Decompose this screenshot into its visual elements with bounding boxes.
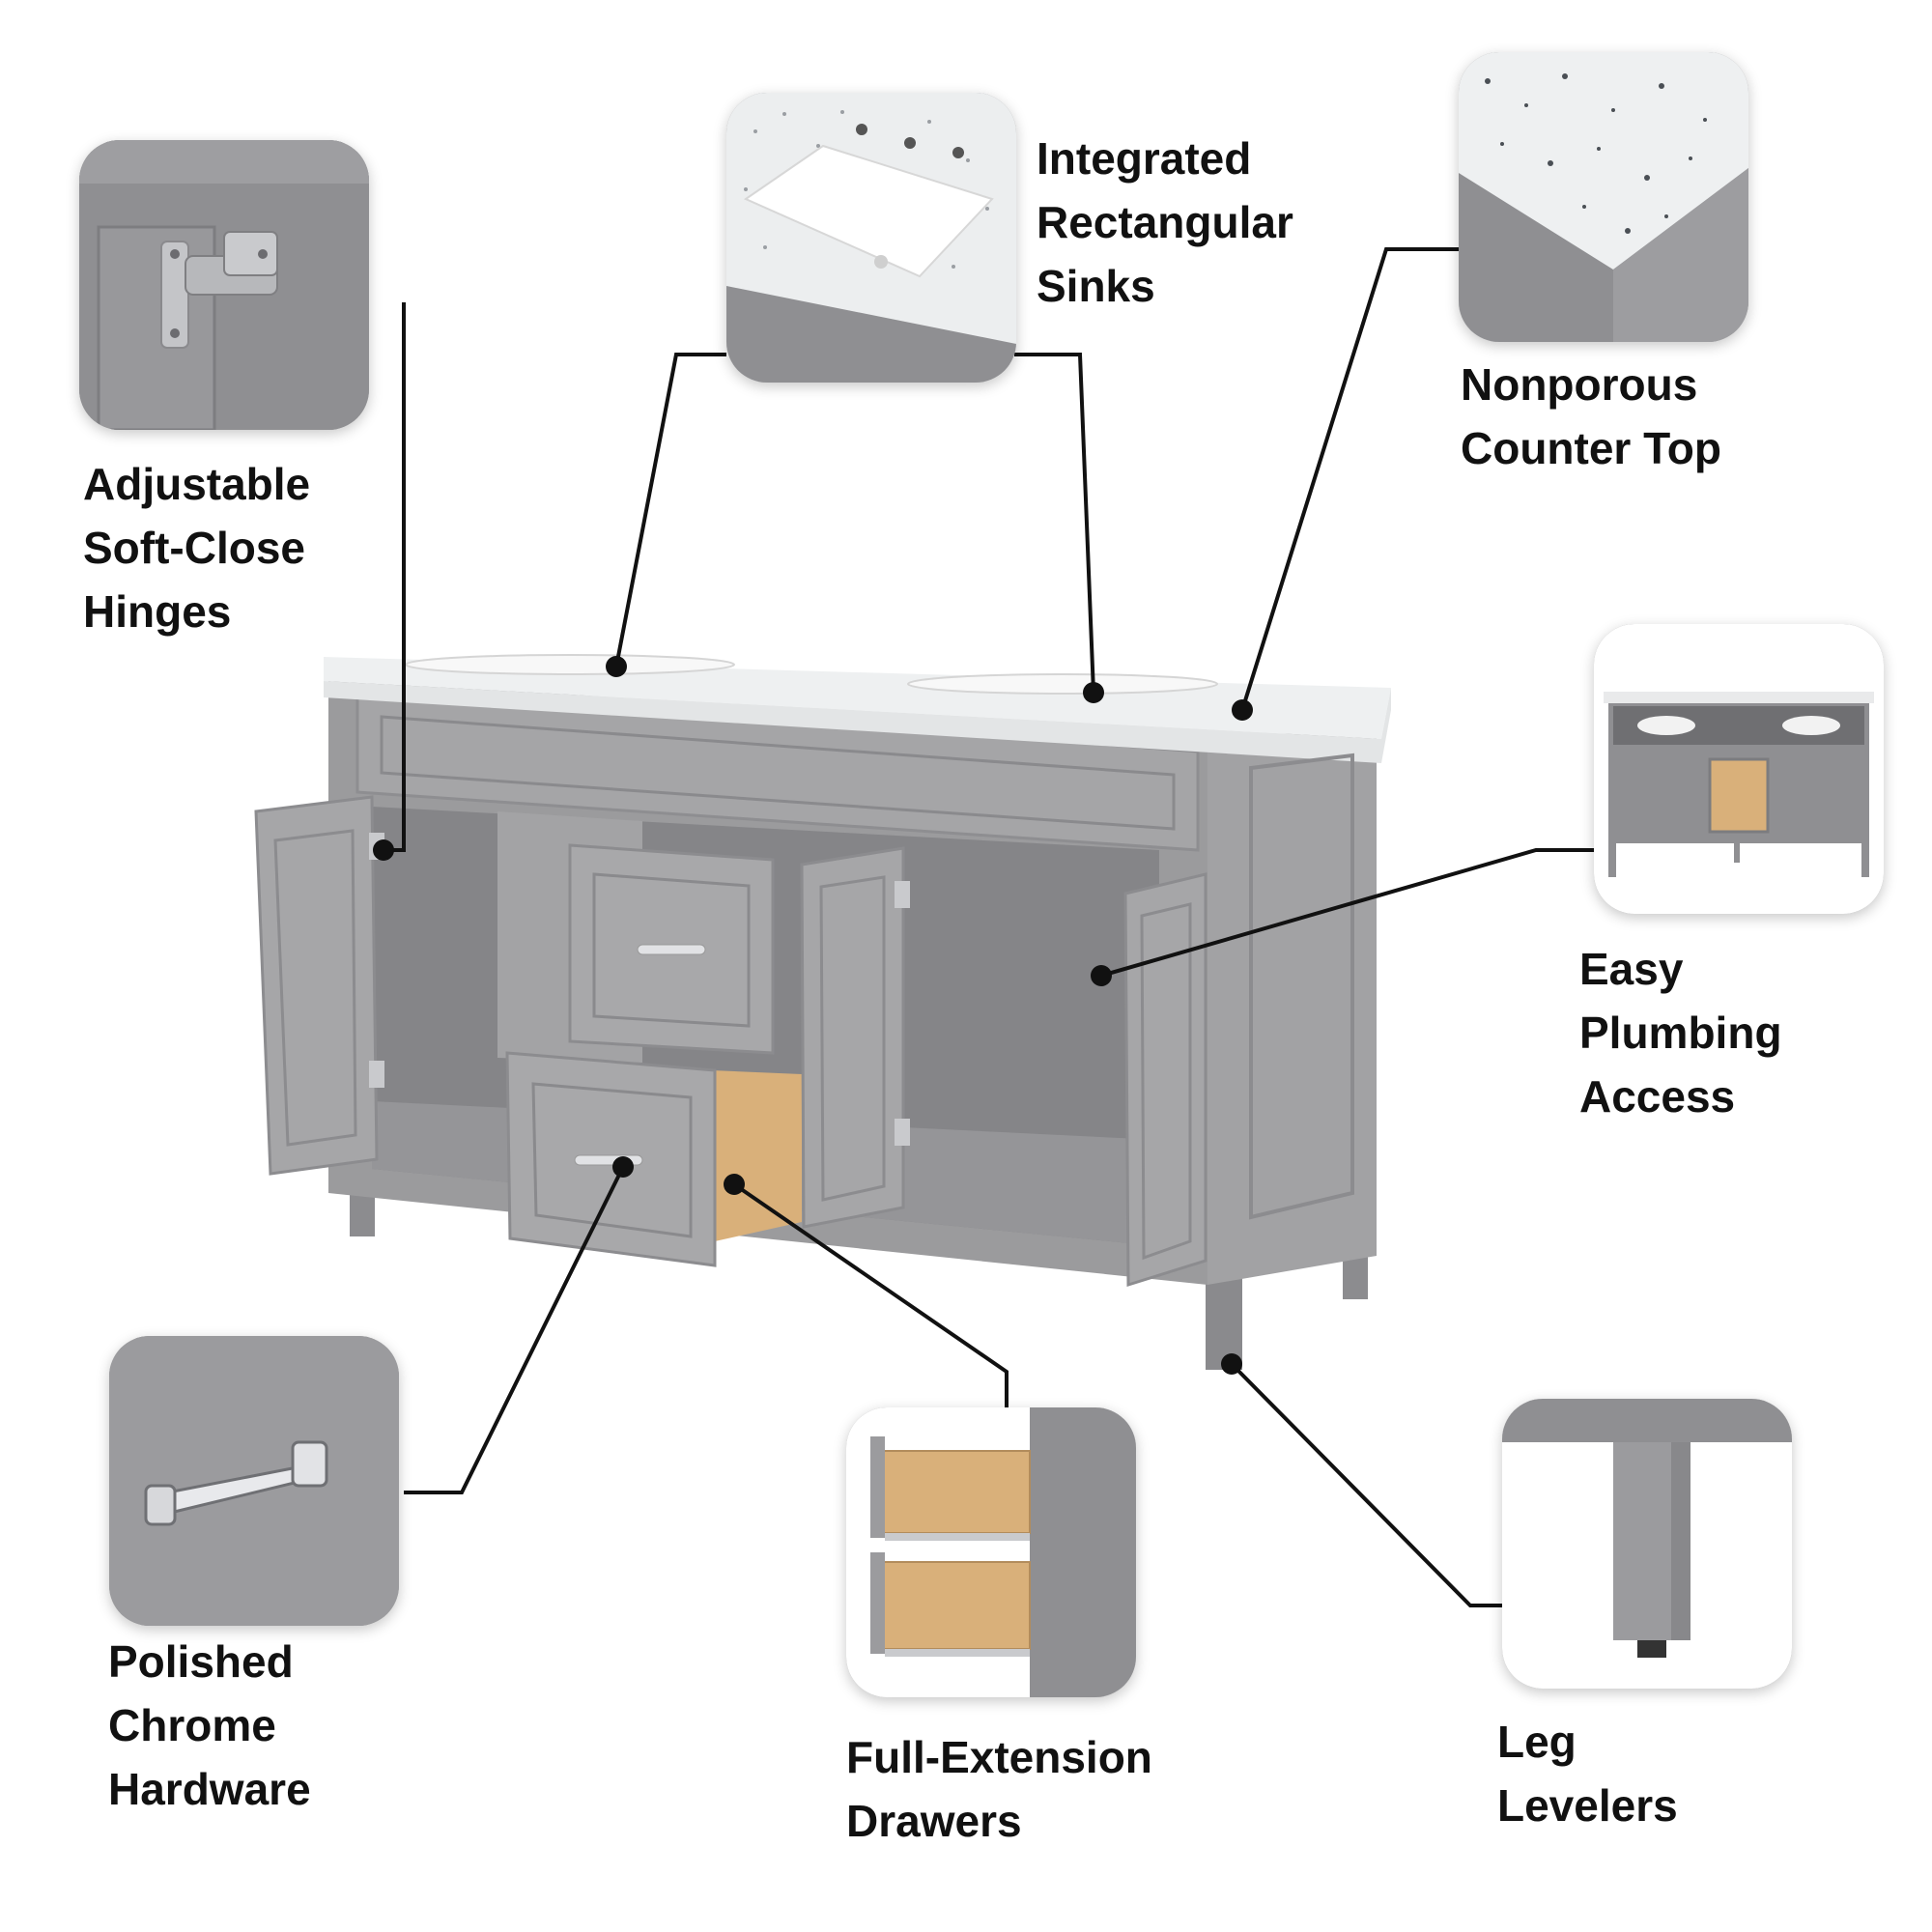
- label-levelers: Leg Levelers: [1497, 1710, 1678, 1837]
- label-drawers-line: Full-Extension: [846, 1732, 1152, 1782]
- leg-leveler-image: [1502, 1399, 1792, 1689]
- label-hinges-line: Soft-Close: [83, 523, 305, 573]
- thumb-countertop: [1459, 52, 1748, 342]
- right-door: [1123, 872, 1208, 1288]
- thumb-sinks: [726, 93, 1016, 383]
- label-plumbing-line: Plumbing: [1579, 1008, 1782, 1058]
- hinge-center-upper: [895, 881, 910, 908]
- label-hardware: Polished Chrome Hardware: [108, 1630, 311, 1821]
- label-plumbing: Easy Plumbing Access: [1579, 937, 1782, 1128]
- chrome-pull-image: [109, 1336, 399, 1626]
- countertop-image: [1459, 52, 1748, 342]
- thumb-plumbing: [1594, 624, 1884, 914]
- label-hardware-line: Chrome: [108, 1700, 276, 1750]
- label-countertop-line: Nonporous: [1461, 359, 1698, 410]
- label-countertop-line: Counter Top: [1461, 423, 1721, 473]
- center-door: [800, 846, 905, 1229]
- thumb-levelers: [1502, 1399, 1792, 1689]
- label-drawers: Full-Extension Drawers: [846, 1725, 1152, 1853]
- label-plumbing-line: Access: [1579, 1071, 1736, 1122]
- label-levelers-line: Levelers: [1497, 1780, 1678, 1831]
- label-hardware-line: Hardware: [108, 1764, 311, 1814]
- hinge-left-upper: [369, 833, 384, 860]
- left-door: [254, 795, 379, 1176]
- upper-drawer-inset: [592, 872, 751, 1028]
- thumb-hardware: [109, 1336, 399, 1626]
- sink-left: [405, 654, 735, 675]
- lower-drawer-pull: [574, 1154, 643, 1166]
- hinge-center-lower: [895, 1119, 910, 1146]
- thumb-hinges: [79, 140, 369, 430]
- label-hardware-line: Polished: [108, 1636, 294, 1687]
- label-sinks-line: Rectangular: [1037, 197, 1293, 247]
- countertop-edge: [324, 657, 1391, 763]
- label-hinges-line: Adjustable: [83, 459, 311, 509]
- countertop-surface: [324, 657, 1391, 739]
- hinge-image: [79, 140, 369, 430]
- label-hinges: Adjustable Soft-Close Hinges: [83, 452, 310, 643]
- label-hinges-line: Hinges: [83, 586, 232, 637]
- label-plumbing-line: Easy: [1579, 944, 1684, 994]
- plumbing-image: [1594, 624, 1884, 914]
- label-levelers-line: Leg: [1497, 1717, 1577, 1767]
- label-countertop: Nonporous Counter Top: [1461, 353, 1721, 480]
- hinge-left-lower: [369, 1061, 384, 1088]
- thumb-drawers: [846, 1407, 1136, 1697]
- upper-drawer-pull: [637, 944, 706, 955]
- label-sinks-line: Sinks: [1037, 261, 1155, 311]
- sink-image: [726, 93, 1016, 383]
- vanity-top-rail-inset: [380, 715, 1176, 831]
- label-drawers-line: Drawers: [846, 1796, 1022, 1846]
- drawer-slides-image: [846, 1407, 1136, 1697]
- label-sinks: Integrated Rectangular Sinks: [1037, 127, 1293, 318]
- label-sinks-line: Integrated: [1037, 133, 1252, 184]
- sink-right: [907, 673, 1218, 695]
- side-panel-inset: [1249, 753, 1354, 1220]
- left-door-inset: [273, 829, 357, 1147]
